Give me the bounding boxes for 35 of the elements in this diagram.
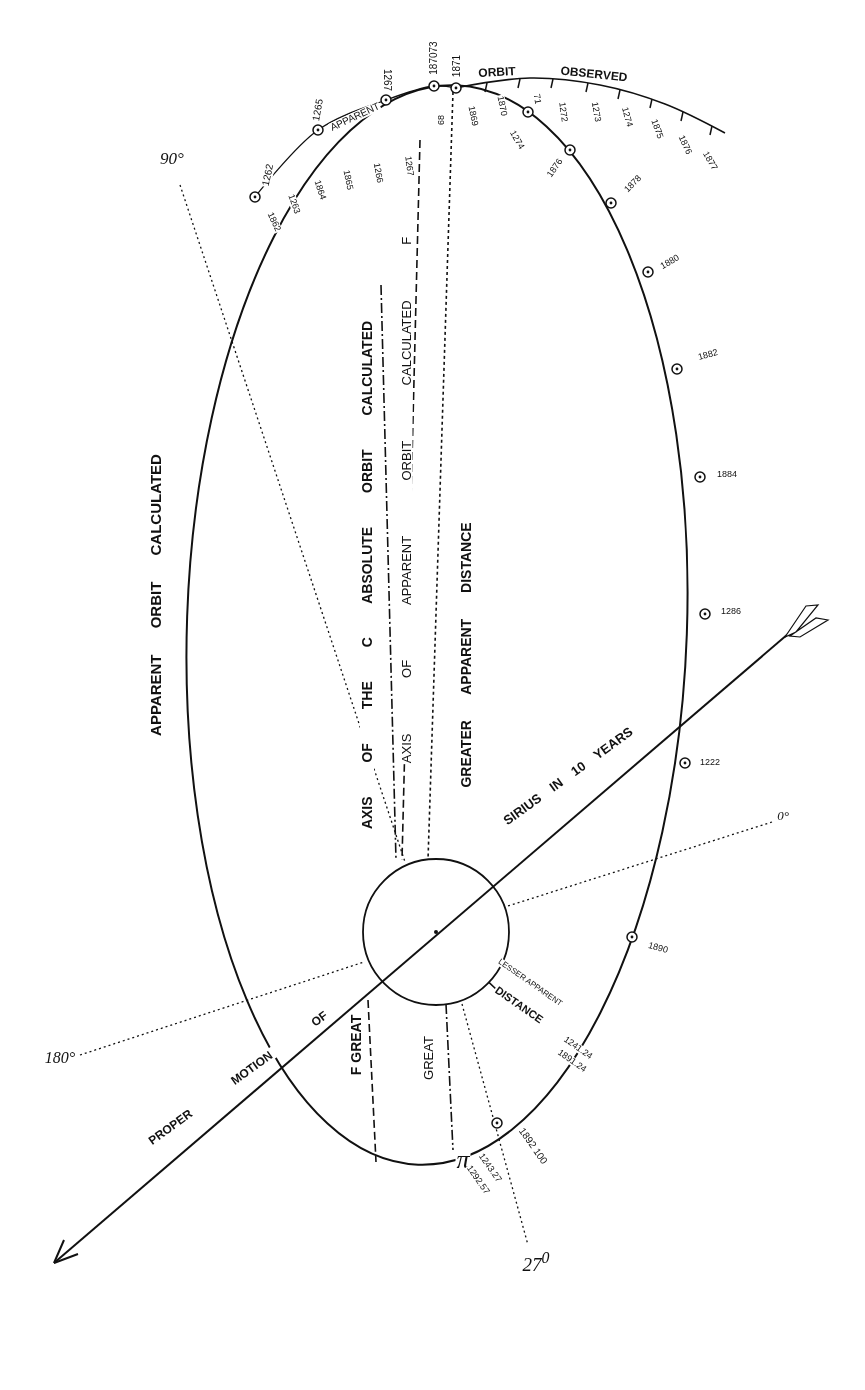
- orbit-label: 1267: [403, 154, 415, 178]
- orbit-label: 1869: [466, 104, 480, 128]
- orbit-label: 1884: [716, 469, 738, 479]
- degree-label: 180°: [43, 1050, 77, 1066]
- orbit-label: 1262: [260, 162, 276, 188]
- orbit-label: 1876: [676, 133, 694, 157]
- orbit-label: 1880: [658, 252, 682, 272]
- orbit-label: GREAT: [421, 1035, 435, 1081]
- orbit-label: 1265: [310, 97, 326, 123]
- orbit-label: 1274: [619, 105, 635, 129]
- orbit-label: 1890: [646, 940, 670, 956]
- orbit-label: 1871: [452, 53, 462, 79]
- orbit-label: 1266: [371, 161, 385, 185]
- orbit-label: 1272: [557, 100, 569, 124]
- orbit-label: 1862: [265, 210, 283, 234]
- orbit-label: 1882: [696, 347, 720, 363]
- orbit-label: AXIS OF APPARENT ORBIT CALCULATED F: [399, 235, 413, 765]
- orbit-label: 71: [531, 92, 543, 106]
- orbit-label: 1875: [649, 117, 665, 141]
- orbit-label: 1222: [699, 757, 721, 767]
- orbit-label: 1267: [382, 67, 392, 93]
- orbit-label: 187073: [429, 40, 439, 76]
- orbit-label: 68: [436, 114, 446, 126]
- orbit-label: F GREAT: [349, 1013, 363, 1077]
- orbit-label: 1273: [589, 100, 603, 124]
- orbit-label: AXIS OF THE C ABSOLUTE ORBIT CALCULATED: [360, 319, 374, 831]
- orbit-label: 1263: [286, 192, 302, 216]
- orbit-label: 1865: [341, 168, 355, 192]
- orbit-label: 1870: [495, 94, 509, 118]
- orbit-label: 1864: [312, 178, 328, 202]
- orbit-label: 1286: [720, 606, 742, 616]
- orbit-label: OBSERVED: [559, 64, 629, 84]
- degree-label: 27$^{0}$: [521, 1250, 551, 1274]
- orbit-label: ORBIT: [477, 65, 517, 79]
- orbit-label: GREATER APPARENT DISTANCE: [459, 521, 473, 789]
